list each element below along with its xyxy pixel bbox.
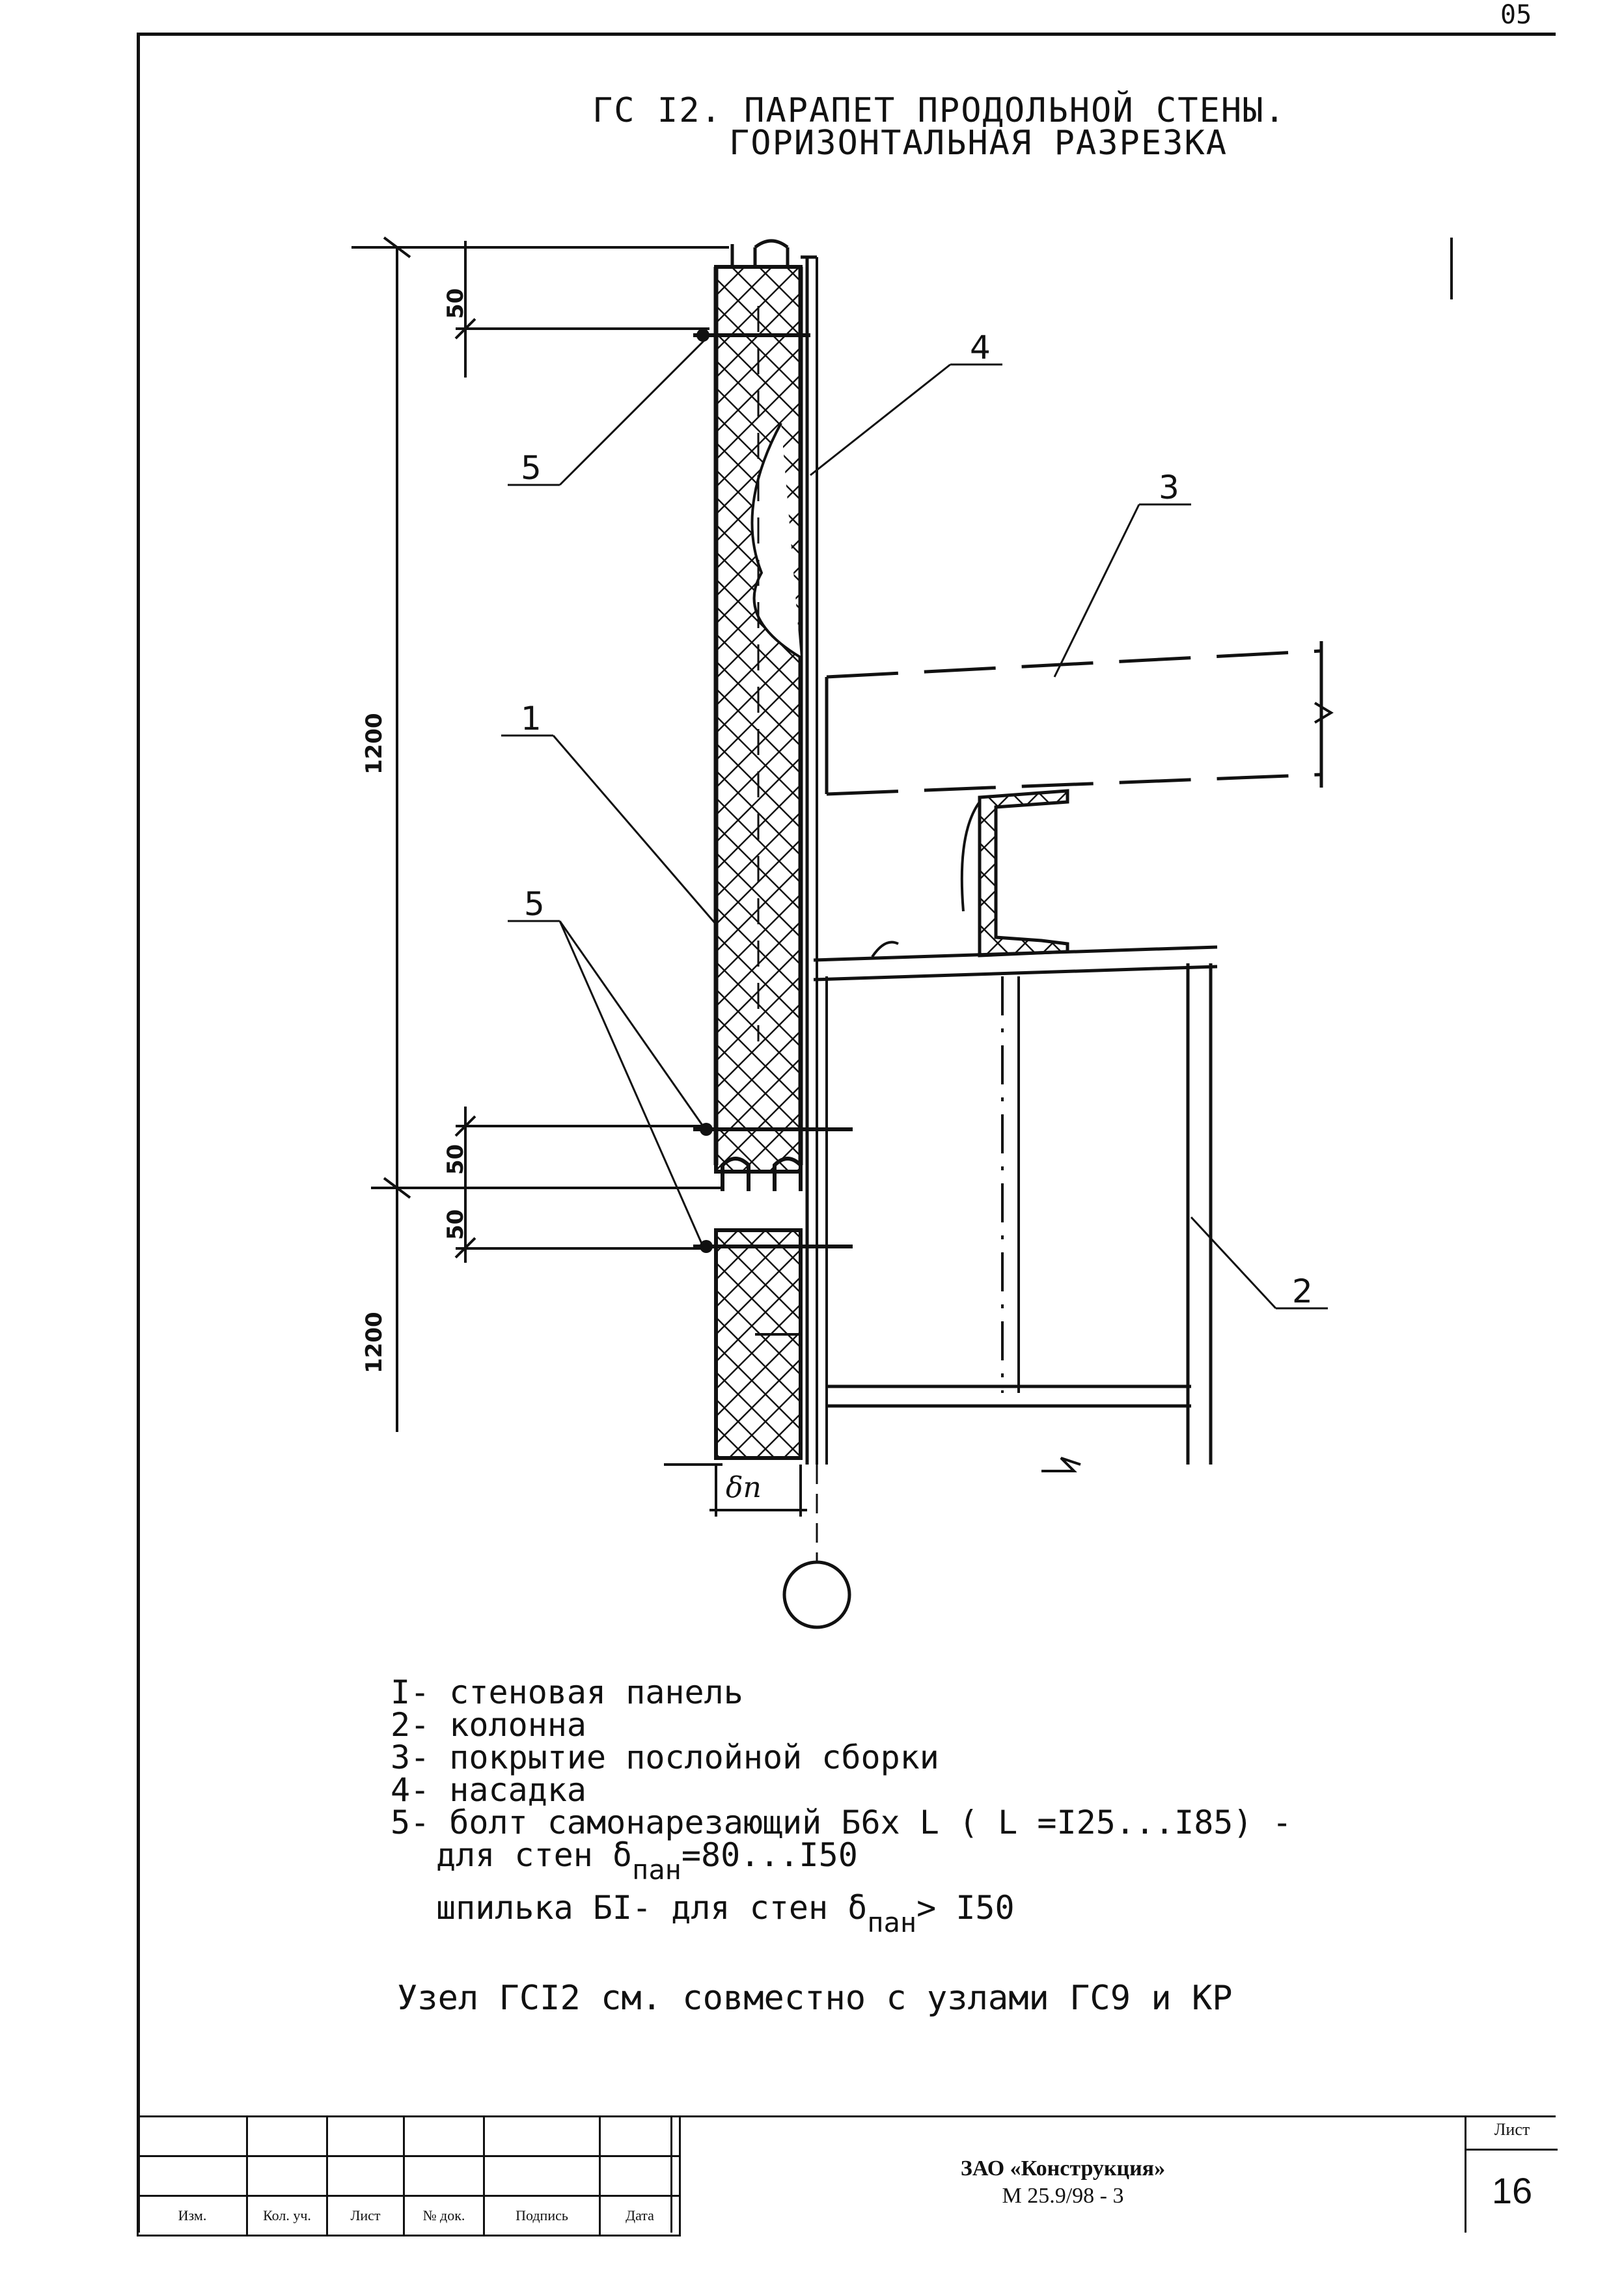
callout-1: 1	[521, 700, 542, 737]
legend-5-l3-text: шпилька БI- для стен δ	[436, 1889, 868, 1927]
callout-2: 2	[1292, 1273, 1313, 1310]
col-sign: Подпись	[483, 2195, 601, 2237]
col-doc: № док.	[403, 2195, 485, 2237]
column	[813, 941, 1218, 1472]
dim-50-mid2: 50	[443, 1209, 469, 1240]
cap-flashing	[801, 255, 818, 1465]
steel-tee	[960, 789, 1069, 957]
callout-5-lower: 5	[524, 885, 545, 923]
col-list: Лист	[326, 2195, 405, 2237]
drawing-frame	[137, 33, 1556, 2233]
dim-1200-lower: 1200	[361, 1312, 387, 1373]
legend-item-5: 5- болт самонарезающий Б6х L ( L =I25...…	[391, 1804, 1292, 1841]
dim-1200-upper: 1200	[361, 713, 387, 775]
legend-item-5-line3: шпилька БI- для стен δпан> I50	[391, 1889, 1292, 1938]
sheet-number: 16	[1491, 2170, 1533, 2211]
col-kol: Кол. уч.	[246, 2195, 328, 2237]
legend-item-1: I- стеновая панель	[391, 1673, 743, 1711]
dimension-lines	[351, 236, 807, 1517]
callout-3: 3	[1159, 469, 1179, 506]
drawing-title-line2: ГОРИЗОНТАЛЬНАЯ РАЗРЕЗКА	[729, 124, 1228, 163]
col-date: Дата	[599, 2195, 681, 2237]
callout-5-upper: 5	[521, 449, 542, 487]
title-block: Изм. Кол. уч. Лист № док. Подпись Дата З…	[137, 2115, 1558, 2237]
legend: I- стеновая панель 2- колонна 3- покрыти…	[391, 1673, 1292, 1938]
corner-page-mark: 05	[1500, 0, 1532, 30]
grid-axis	[782, 1465, 851, 1629]
node-note: Узел ГСI2 см. совместно с узлами ГС9 и К…	[397, 1979, 1233, 2018]
legend-5-l3-sub: пан	[867, 1906, 917, 1938]
col-izm: Изм.	[137, 2195, 248, 2237]
roof-covering	[825, 641, 1334, 796]
drawing-title-line1: ГС I2. ПАРАПЕТ ПРОДОЛЬНОЙ СТЕНЫ.	[592, 91, 1286, 130]
sheet-label: Лист	[1494, 2120, 1530, 2139]
legend-item-4: 4- насадка	[391, 1771, 587, 1809]
leader-lines	[501, 334, 1328, 1310]
legend-5-l2-value: =80...I50	[681, 1836, 858, 1874]
sheet-box: Лист 16	[1465, 2115, 1558, 2233]
organization: ЗАО «Конструкция»	[960, 2156, 1166, 2181]
wall-panel-lower	[714, 1157, 803, 1460]
bolts	[693, 329, 853, 1253]
legend-item-5-line2: для стен δпан=80...I50	[391, 1836, 1292, 1886]
callout-4: 4	[970, 329, 991, 366]
legend-item-3: 3- покрытие послойной сборки	[391, 1739, 939, 1776]
legend-item-2: 2- колонна	[391, 1706, 587, 1744]
legend-5-l2-text: для стен δ	[436, 1836, 633, 1874]
sheet-divider	[1466, 2149, 1558, 2151]
wall-panel-upper	[713, 239, 803, 1174]
document-code: М 25.9/98 - 3	[1002, 2184, 1124, 2208]
legend-5-l3-value: > I50	[916, 1889, 1015, 1927]
dim-50-top: 50	[443, 288, 469, 319]
dim-50-mid1: 50	[443, 1144, 469, 1175]
panel-thickness-label: δn	[726, 1471, 762, 1504]
revision-table: Изм. Кол. уч. Лист № док. Подпись Дата	[137, 2115, 681, 2237]
title-block-main: ЗАО «Конструкция» М 25.9/98 - 3	[670, 2115, 1471, 2233]
legend-5-l2-sub: пан	[632, 1854, 681, 1886]
